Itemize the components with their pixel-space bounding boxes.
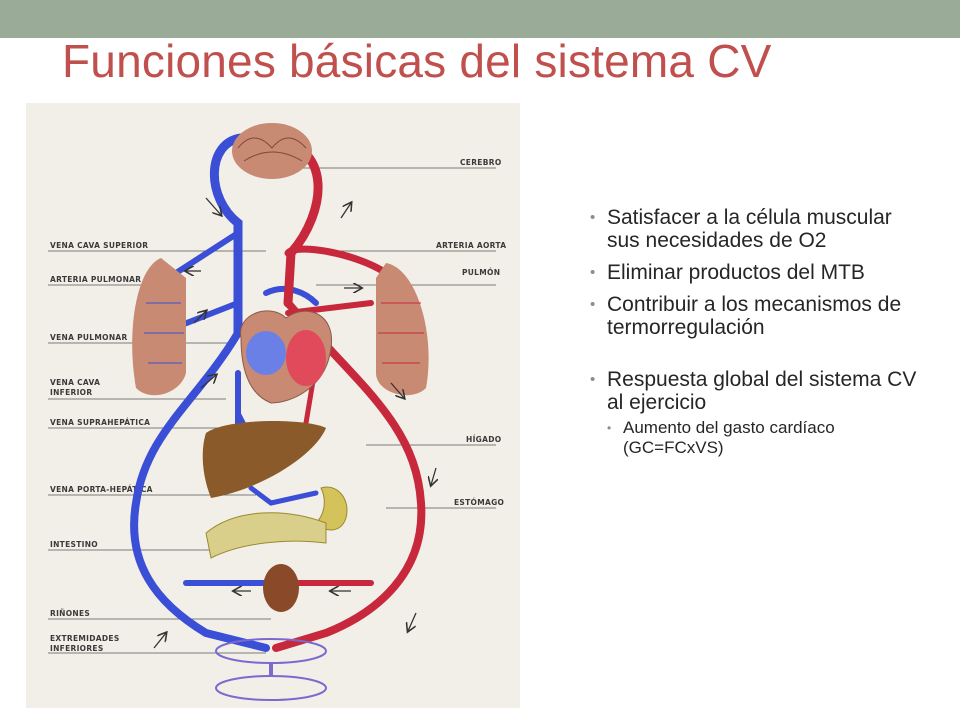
intestine-organ <box>205 512 327 559</box>
left-lung <box>132 258 186 396</box>
label-vena-suprahepatica: VENA SUPRAHEPÁTICA <box>50 418 150 427</box>
bullet-item-waste: Eliminar productos del MTB <box>590 261 930 284</box>
bullet-item-exercise-text: Respuesta global del sistema CV al ejerc… <box>607 368 917 414</box>
label-rinones: RIÑONES <box>50 609 90 618</box>
kidney-organ <box>263 564 299 612</box>
label-intestino: INTESTINO <box>50 540 98 549</box>
brain-organ <box>232 123 312 179</box>
liver-organ <box>202 421 326 498</box>
label-vena-cava-inferior-line1: VENA CAVA <box>50 378 100 387</box>
bullet-item-oxygen: Satisfacer a la célula muscular sus nece… <box>590 206 930 252</box>
bullet-item-exercise-response: Respuesta global del sistema CV al ejerc… <box>590 368 930 458</box>
sub-bullet-list: Aumento del gasto cardíaco (GC=FCxVS) <box>607 418 930 458</box>
top-accent-bar <box>0 0 960 38</box>
label-vena-cava-inferior-line2: INFERIOR <box>50 388 92 397</box>
sub-bullet-cardiac-output: Aumento del gasto cardíaco (GC=FCxVS) <box>607 418 930 458</box>
label-cerebro: CEREBRO <box>460 158 502 167</box>
label-extremidades-line2: INFERIORES <box>50 644 104 653</box>
label-extremidades-line1: EXTREMIDADES <box>50 634 120 643</box>
label-arteria-pulmonar: ARTERIA PULMONAR <box>50 275 141 284</box>
diagram-labels: VENA CAVA SUPERIOR ARTERIA PULMONAR VENA… <box>50 158 506 653</box>
label-vena-porta-hepatica: VENA PORTA-HEPÁTICA <box>50 485 153 494</box>
bullet-list: Satisfacer a la célula muscular sus nece… <box>590 206 930 464</box>
label-estomago: ESTÓMAGO <box>454 498 504 507</box>
heart-organ <box>240 310 332 404</box>
bullet-item-thermoregulation: Contribuir a los mecanismos de termorreg… <box>590 293 930 339</box>
label-vena-cava-superior: VENA CAVA SUPERIOR <box>50 241 148 250</box>
label-pulmon: PULMÓN <box>462 268 500 277</box>
stomach-organ <box>315 486 348 531</box>
circulatory-system-diagram: VENA CAVA SUPERIOR ARTERIA PULMONAR VENA… <box>26 103 520 708</box>
label-higado: HÍGADO <box>466 435 501 444</box>
right-lung <box>376 263 429 396</box>
circulatory-system-illustration: VENA CAVA SUPERIOR ARTERIA PULMONAR VENA… <box>48 123 506 701</box>
slide-title: Funciones básicas del sistema CV <box>62 35 772 87</box>
label-arteria-aorta: ARTERIA AORTA <box>436 241 506 250</box>
label-vena-pulmonar: VENA PULMONAR <box>50 333 128 342</box>
lower-limbs-capillaries <box>215 638 327 701</box>
leader-lines <box>48 167 496 654</box>
flow-arrows <box>153 197 436 649</box>
